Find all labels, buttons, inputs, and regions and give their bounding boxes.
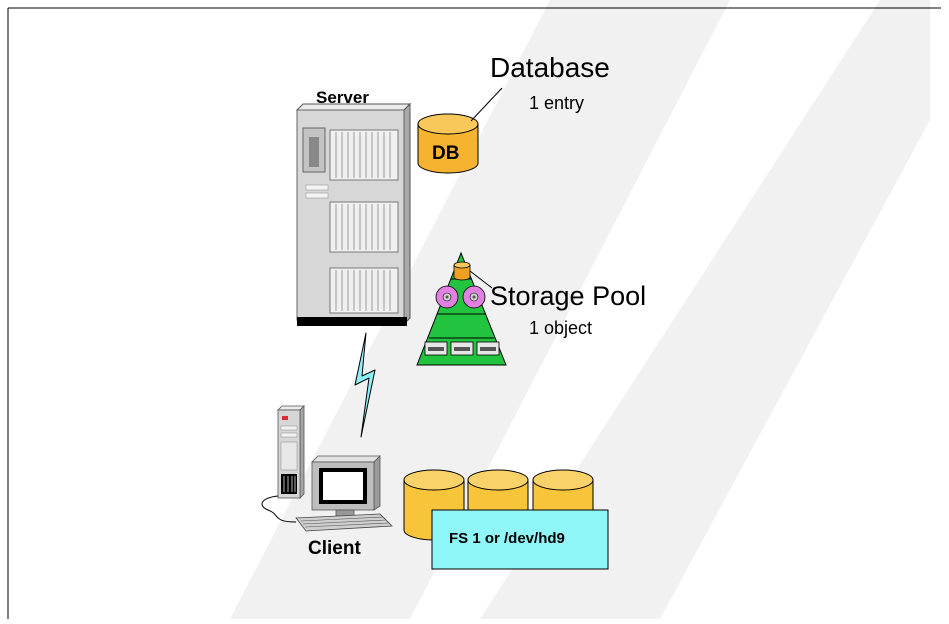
client-label: Client bbox=[308, 538, 361, 559]
storage-pool-pyramid-icon bbox=[416, 251, 507, 366]
filesystem-box bbox=[431, 509, 609, 570]
filesystem-label: FS 1 or /dev/hd9 bbox=[449, 530, 565, 547]
network-lightning-icon bbox=[354, 332, 376, 438]
storage-pool-pointer-line bbox=[469, 270, 493, 289]
server-icon bbox=[295, 102, 412, 326]
database-icon-text: DB bbox=[432, 143, 460, 164]
server-label: Server bbox=[316, 88, 369, 107]
database-subtitle: 1 entry bbox=[529, 93, 585, 113]
storage-pool-subtitle: 1 object bbox=[529, 318, 593, 338]
database-cylinder-icon bbox=[417, 113, 479, 174]
database-title: Database bbox=[490, 52, 610, 83]
database-pointer-line bbox=[470, 87, 503, 122]
storage-pool-title: Storage Pool bbox=[490, 281, 647, 311]
client-workstation-icon bbox=[261, 405, 393, 532]
